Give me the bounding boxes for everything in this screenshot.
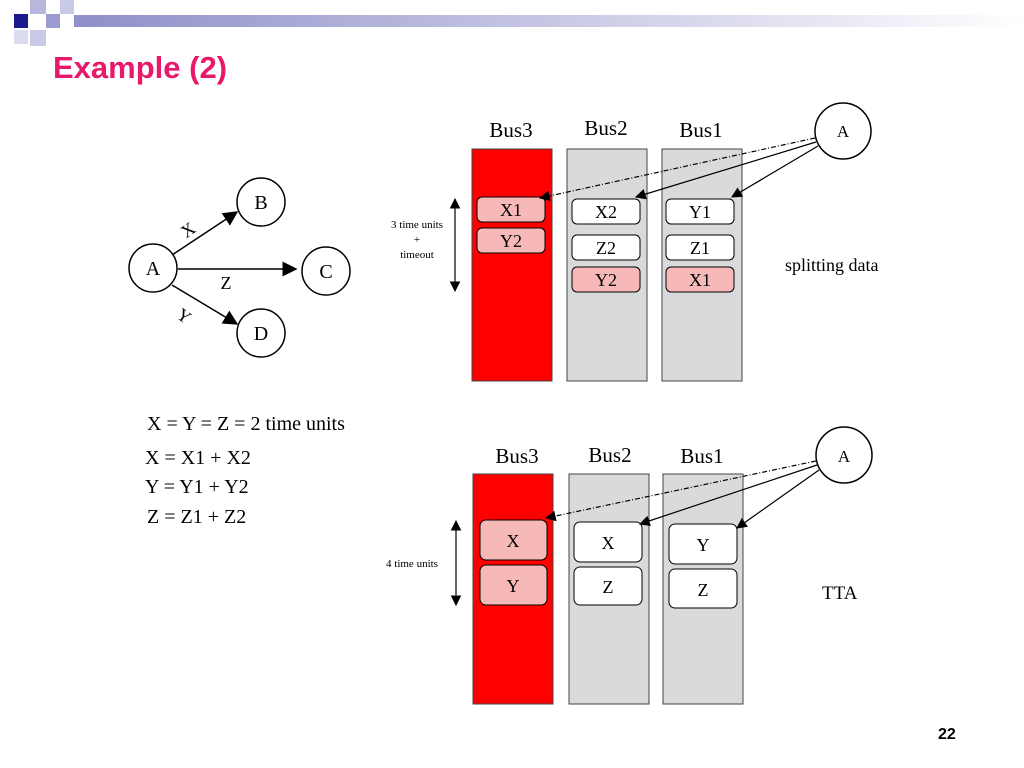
bus3-packet-y2: Y2 (476, 227, 546, 254)
bus2-packet-x2: X2 (571, 198, 641, 225)
svg-text:X: X (507, 531, 520, 551)
page-number: 22 (938, 726, 956, 743)
bus2-label-bottom: Bus2 (588, 443, 631, 467)
caption-splitting-data: splitting data (785, 255, 879, 275)
node-d: D (236, 308, 286, 358)
arrow-a-to-bus3-top (538, 137, 816, 202)
bus1-packet-y1: Y1 (665, 198, 735, 225)
node-d-label: D (254, 323, 268, 345)
bus2-column-top (566, 148, 648, 382)
slide-title: Example (2) (53, 50, 228, 85)
bus1-packet-z: Z (668, 568, 738, 609)
svg-text:Z: Z (698, 580, 709, 600)
bus3-label-top: Bus3 (489, 118, 532, 142)
time-label-line1: 3 time units (391, 219, 443, 231)
svg-text:A: A (838, 447, 851, 466)
svg-text:Z: Z (603, 577, 614, 597)
bus1-packet-z1: Z1 (665, 234, 735, 261)
equation-y: Y = Y1 + Y2 (145, 476, 249, 498)
equation-total: X = Y = Z = 2 time units (147, 413, 345, 435)
svg-text:Y2: Y2 (595, 270, 617, 290)
svg-text:Y2: Y2 (500, 231, 522, 251)
bus2-label-top: Bus2 (584, 116, 627, 140)
bus2-packet-y2: Y2 (571, 266, 641, 293)
bus1-label-top: Bus1 (679, 118, 722, 142)
caption-tta: TTA (822, 583, 858, 604)
svg-text:Y: Y (697, 535, 710, 555)
svg-text:X: X (602, 533, 615, 553)
bus2-column-bottom (568, 473, 650, 705)
svg-text:X2: X2 (595, 202, 617, 222)
svg-text:Y: Y (507, 576, 520, 596)
graph-edges (171, 211, 298, 325)
svg-text:Z2: Z2 (596, 238, 616, 258)
node-a: A (128, 243, 178, 293)
bus3-packet-x: X (479, 519, 548, 561)
time-label-line3: timeout (400, 249, 434, 261)
source-node-a-bottom: A (815, 426, 873, 484)
svg-text:X1: X1 (500, 200, 522, 220)
bus1-column-bottom (662, 473, 744, 705)
arrow-a-to-bus3-bottom (544, 460, 817, 522)
node-b: B (236, 177, 286, 227)
source-node-a-top: A (814, 102, 872, 160)
edge-label-y: Y (173, 304, 195, 328)
bus3-label-bottom: Bus3 (495, 444, 538, 468)
equation-x: X = X1 + X2 (145, 447, 251, 469)
node-b-label: B (254, 192, 267, 214)
bus3-column-bottom (472, 473, 554, 705)
bus2-packet-z2: Z2 (571, 234, 641, 261)
arrow-a-to-bus1-top (731, 145, 819, 198)
header-gradient-bar (74, 15, 1024, 27)
edge-label-z: Z (221, 273, 232, 293)
svg-text:A: A (837, 122, 850, 141)
time-label-bottom: 4 time units (386, 558, 438, 570)
svg-text:Z1: Z1 (690, 238, 710, 258)
node-a-label: A (146, 258, 161, 280)
arrow-a-to-bus1-bottom (736, 469, 820, 529)
arrow-a-to-bus2-bottom (638, 464, 818, 527)
bus2-packet-z: Z (573, 566, 643, 606)
svg-text:Y1: Y1 (689, 202, 711, 222)
bus1-packet-x1: X1 (665, 266, 735, 293)
time-label-line2: + (414, 234, 420, 246)
node-c: C (301, 246, 351, 296)
bus2-packet-x: X (573, 521, 643, 563)
bus3-column-top (471, 148, 553, 382)
node-c-label: C (319, 261, 332, 283)
bus3-packet-x1: X1 (476, 196, 546, 223)
equation-z: Z = Z1 + Z2 (147, 506, 247, 528)
bus1-packet-y: Y (668, 523, 738, 565)
arrow-a-to-bus2-top (634, 141, 817, 200)
svg-text:X1: X1 (689, 270, 711, 290)
bus1-label-bottom: Bus1 (680, 444, 723, 468)
edge-label-x: X (177, 218, 199, 242)
bus1-column-top (661, 148, 743, 382)
bus3-packet-y: Y (479, 564, 548, 606)
